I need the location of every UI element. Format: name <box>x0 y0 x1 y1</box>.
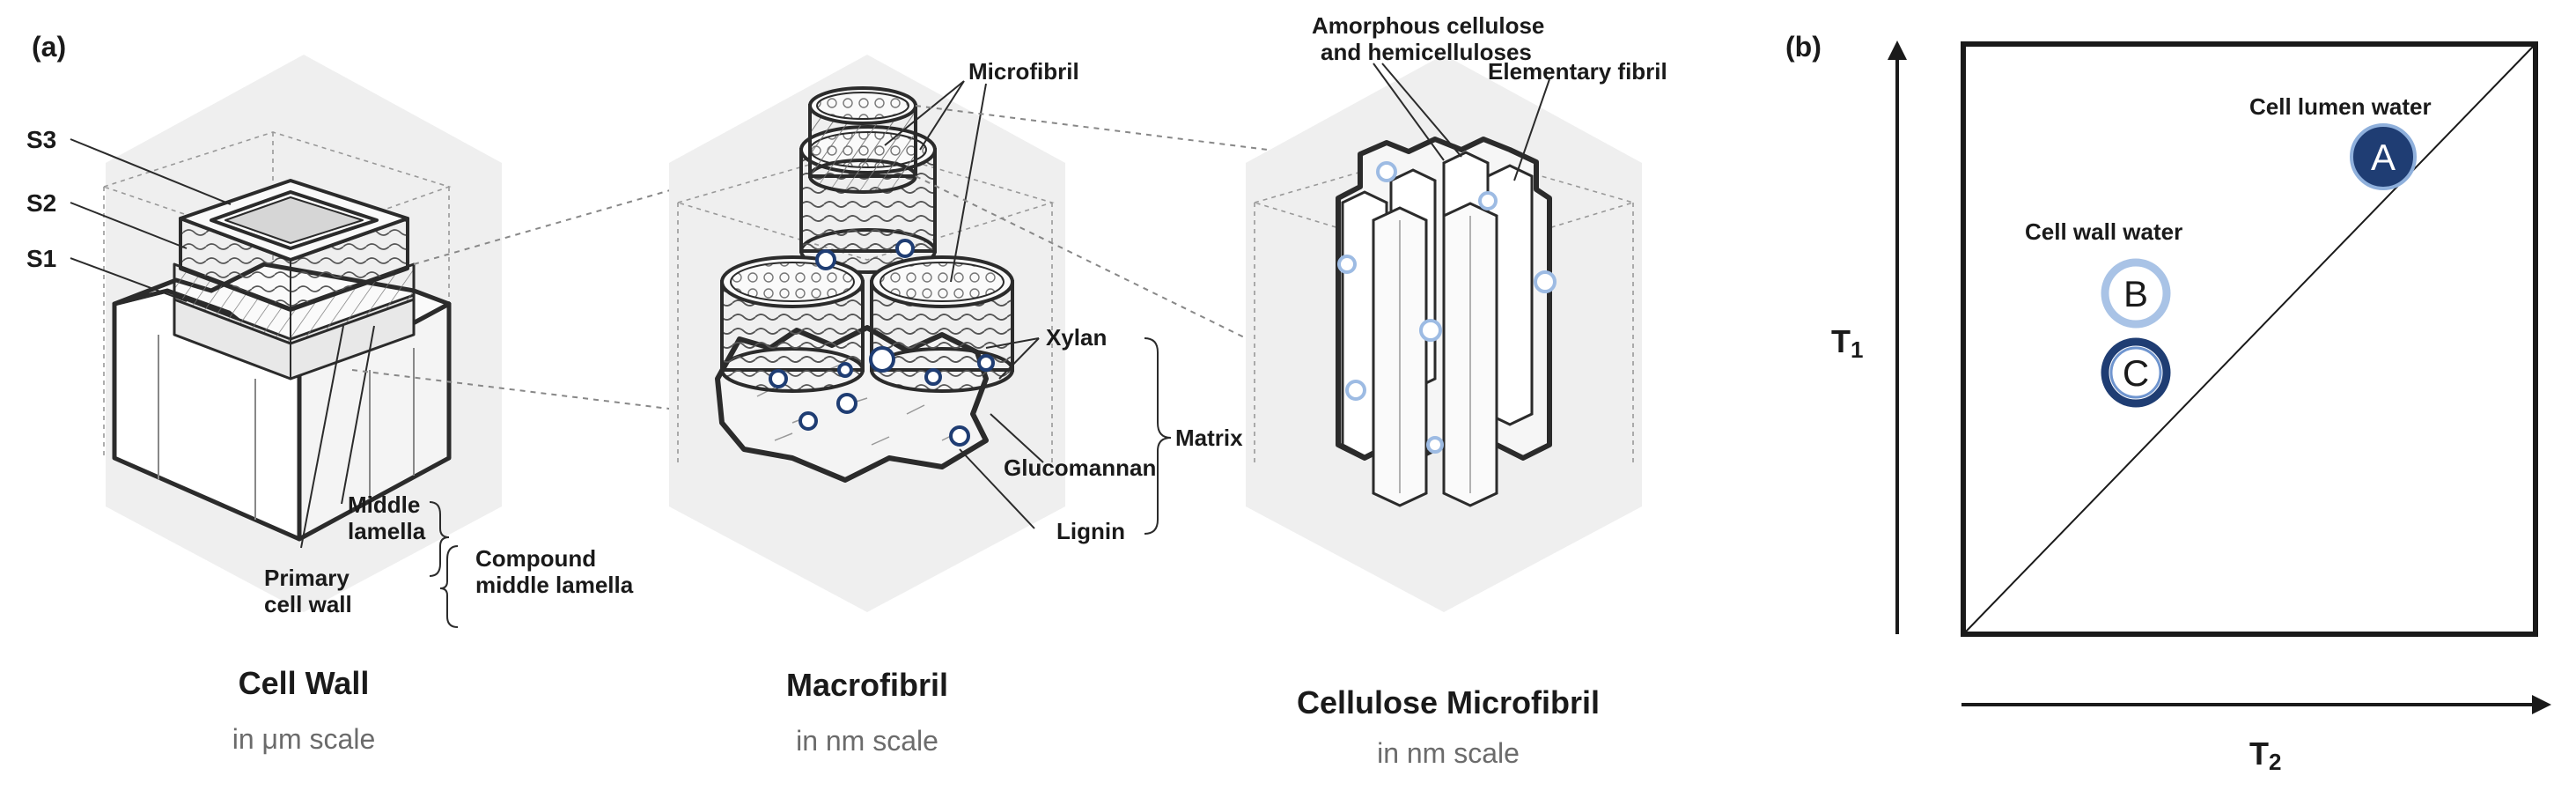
label-matrix: Matrix <box>1175 425 1243 451</box>
label-cell-lumen-water: Cell lumen water <box>2249 93 2432 120</box>
label-microfibril: Microfibril <box>968 58 1079 85</box>
cell-wall-layers <box>173 179 416 381</box>
label-primary-line2: cell wall <box>264 591 352 617</box>
marker-c-circle <box>2101 337 2171 408</box>
microfibril-right <box>870 255 1014 393</box>
microfibril-dotted-cube <box>1252 147 1636 467</box>
relaxation-axes <box>1888 41 2551 714</box>
macrofibril-caption: Macrofibril <box>786 667 948 703</box>
microfibril-caption: Cellulose Microfibril <box>1297 684 1600 720</box>
y-axis-label: T1 <box>1831 323 1863 363</box>
label-s2: S2 <box>26 189 56 217</box>
macrofibril-water-rings <box>769 239 995 447</box>
microfibril-top-upper <box>808 86 917 194</box>
cell-wall-leader-lines <box>70 138 450 577</box>
macrofibril-dotted-cube <box>675 147 1055 467</box>
panel-a-label: (a) <box>32 31 66 63</box>
diagonal-line <box>1965 46 2534 632</box>
panel-b-label: (b) <box>1785 31 1822 63</box>
macrofibril-scale: in nm scale <box>796 725 938 757</box>
cellulose-microfibril-diagram: Amorphous cellulose and hemicelluloses E… <box>1246 12 1667 769</box>
cell-wall-diagram: S3 S2 S1 Middle lamella Primary cell wal… <box>26 55 634 755</box>
microfibril-scale: in nm scale <box>1377 737 1520 769</box>
marker-a-label: A <box>2371 137 2396 178</box>
microfibril-left <box>720 255 865 393</box>
label-amorphous-line2: and hemicelluloses <box>1321 39 1532 65</box>
marker-a-circle <box>2350 123 2417 190</box>
label-compound-line1: Compound <box>475 545 596 572</box>
label-lignin: Lignin <box>1056 518 1125 544</box>
relaxation-map: T1 T2 Cell lumen water Cell wall water A… <box>1831 41 2551 775</box>
microfibril-water-dots <box>1337 161 1557 454</box>
label-elementary-fibril: Elementary fibril <box>1488 58 1667 85</box>
compound-bracket <box>439 545 459 628</box>
marker-c-inner-ring <box>2109 346 2162 399</box>
label-compound-line2: middle lamella <box>475 572 634 598</box>
marker-b-circle <box>2101 258 2171 329</box>
x-axis-label: T2 <box>2249 735 2281 775</box>
label-s1: S1 <box>26 245 56 272</box>
label-cell-wall-water: Cell wall water <box>2025 218 2182 245</box>
marker-b-label: B <box>2123 273 2148 314</box>
macrofibril-leader-lines <box>884 80 1172 535</box>
marker-c-label: C <box>2123 352 2149 394</box>
label-s3: S3 <box>26 126 56 153</box>
label-primary-line1: Primary <box>264 565 350 591</box>
label-middle-lamella-line2: lamella <box>348 518 426 544</box>
label-glucomannan: Glucomannan <box>1004 454 1156 481</box>
macrofibril-diagram: Microfibril Xylan Matrix Glucomannan Lig… <box>669 55 1243 757</box>
cell-wall-caption: Cell Wall <box>239 665 370 701</box>
label-middle-lamella-line1: Middle <box>348 491 420 518</box>
microfibril-leader-lines <box>1373 63 1550 181</box>
label-amorphous-line1: Amorphous cellulose <box>1312 12 1544 39</box>
cell-wall-scale: in μm scale <box>232 723 375 755</box>
label-xylan: Xylan <box>1046 324 1107 351</box>
